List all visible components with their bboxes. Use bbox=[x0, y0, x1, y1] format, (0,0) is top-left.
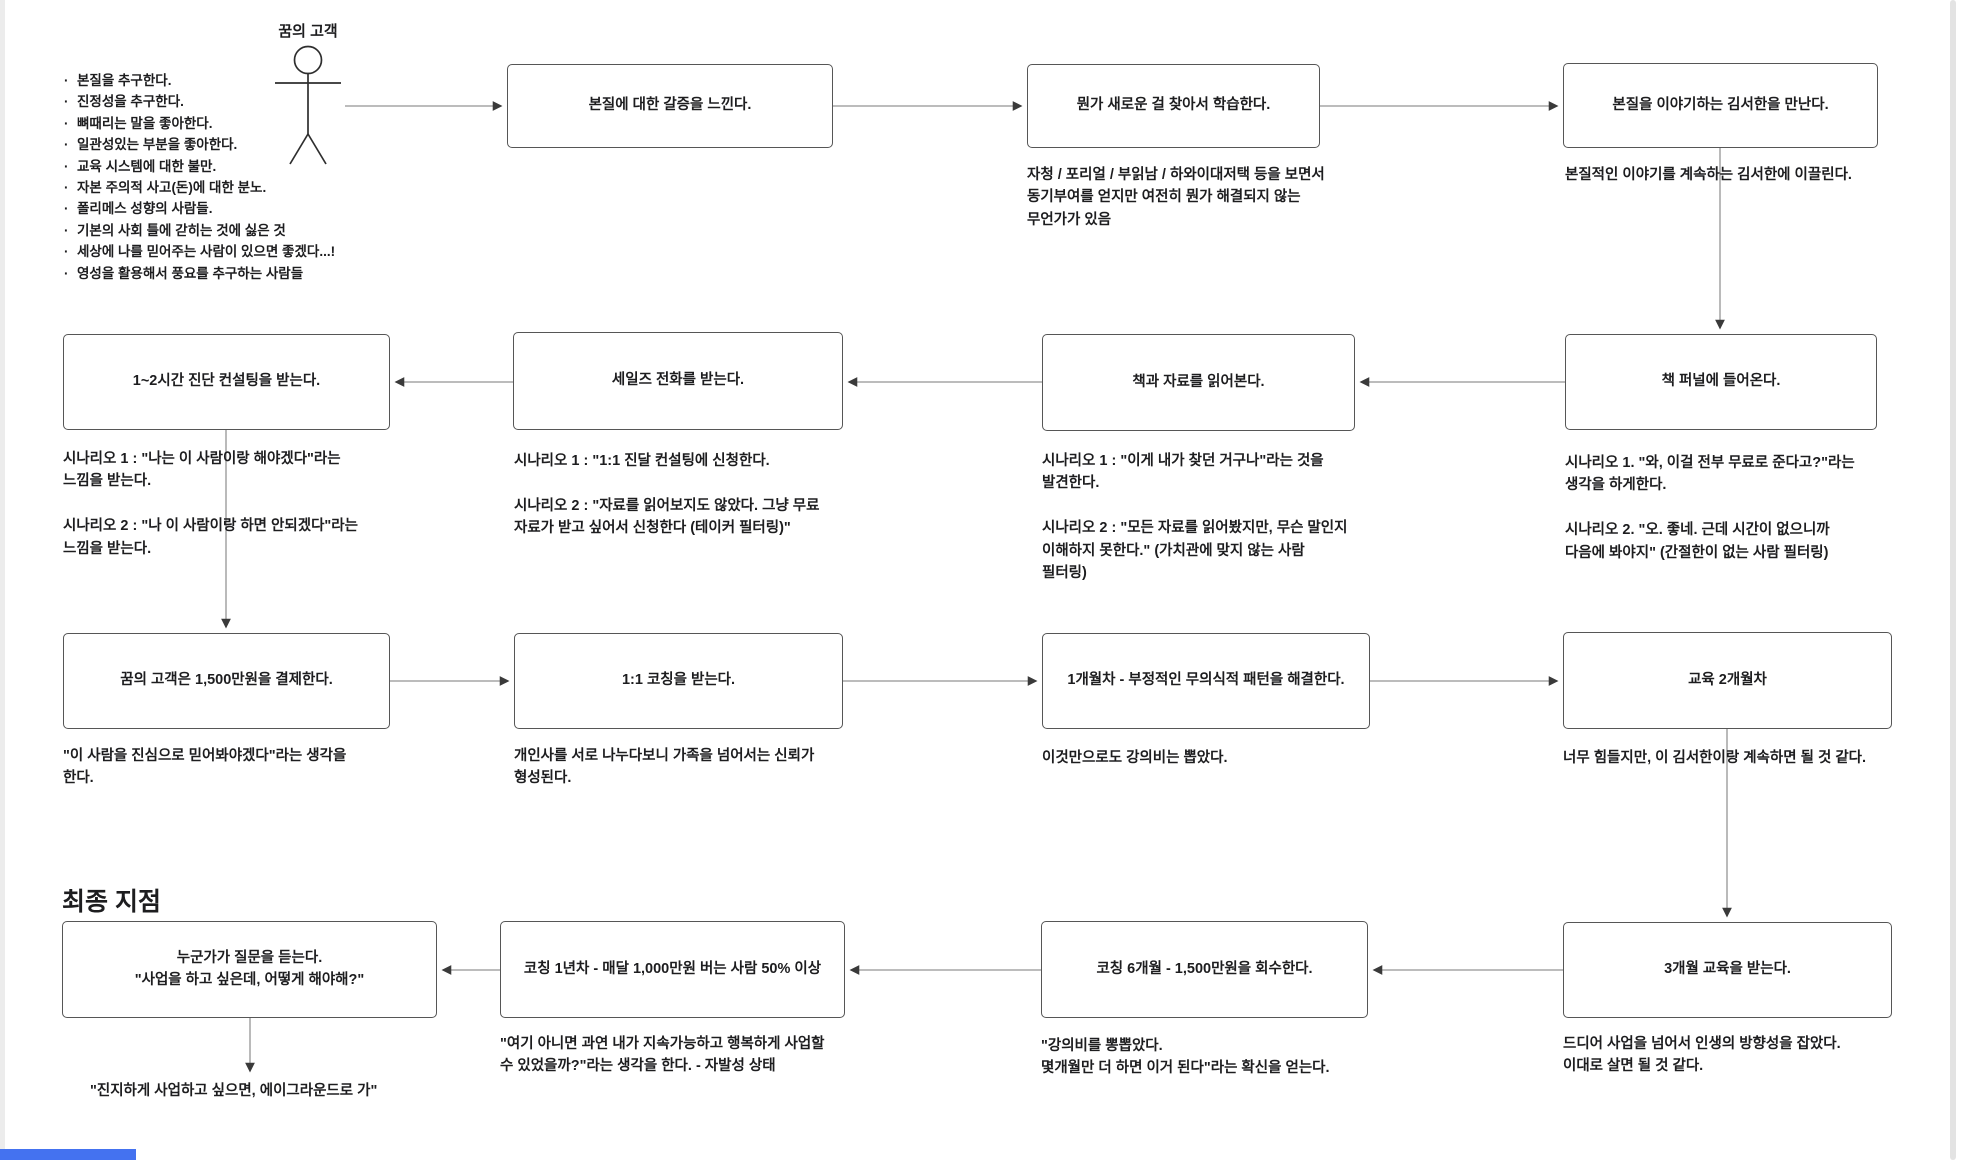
vertical-scrollbar[interactable] bbox=[1950, 0, 1956, 1160]
note-read: 시나리오 1 : "이게 내가 찾던 거구나"라는 것을 발견한다. 시나리오 … bbox=[1042, 453, 1348, 582]
note-book-funnel: 시나리오 1. "와, 이걸 전부 무료로 준다고?"라는 생각을 하게한다. … bbox=[1565, 455, 1855, 561]
note-consult: 시나리오 1 : "나는 이 사람이랑 해야겠다"라는 느낌을 받는다. 시나리… bbox=[63, 451, 358, 557]
node-referral[interactable]: 누군가가 질문을 듣는다. "사업을 하고 싶은데, 어떻게 해야해?" bbox=[62, 921, 437, 1018]
node-meet[interactable]: 본질을 이야기하는 김서한을 만난다. bbox=[1563, 63, 1878, 148]
persona-label: 꿈의 고객 bbox=[278, 23, 338, 40]
bottom-blue-strip bbox=[0, 1149, 136, 1160]
node-book-funnel[interactable]: 책 퍼널에 들어온다. bbox=[1565, 334, 1877, 430]
note-month2: 너무 힘들지만, 이 김서한이랑 계속하면 될 것 같다. bbox=[1563, 750, 1867, 766]
node-educ3[interactable]: 3개월 교육을 받는다. bbox=[1563, 922, 1892, 1018]
persona-trait: 기본의 사회 틀에 갇히는 것에 싫은 것 bbox=[62, 220, 392, 242]
persona-trait: 폴리메스 성향의 사람들. bbox=[62, 198, 392, 220]
note-referral-quote: "진지하게 사업하고 싶으면, 에이그라운드로 가" bbox=[90, 1083, 378, 1099]
note-coaching: 개인사를 서로 나누다보니 가족을 넘어서는 신뢰가 형성된다. bbox=[514, 748, 815, 787]
node-month1[interactable]: 1개월차 - 부정적인 무의식적 패턴을 해결한다. bbox=[1042, 633, 1370, 729]
final-point-heading: 최종 지점 bbox=[62, 888, 161, 916]
persona-trait: 교육 시스템에 대한 불만. bbox=[62, 156, 392, 178]
node-coaching[interactable]: 1:1 코칭을 받는다. bbox=[514, 633, 843, 729]
persona-trait-list: 본질을 추구한다. 진정성을 추구한다. 뼈때리는 말을 좋아한다. 일관성있는… bbox=[62, 70, 392, 284]
node-learn[interactable]: 뭔가 새로운 걸 찾아서 학습한다. bbox=[1027, 64, 1320, 148]
note-year1: "여기 아니면 과연 내가 지속가능하고 행복하게 사업할 수 있었을까?"라는… bbox=[500, 1036, 825, 1075]
node-year1[interactable]: 코칭 1년차 - 매달 1,000만원 버는 사람 50% 이상 bbox=[500, 921, 845, 1018]
node-consult[interactable]: 1~2시간 진단 컨설팅을 받는다. bbox=[63, 334, 390, 430]
node-thirst[interactable]: 본질에 대한 갈증을 느낀다. bbox=[507, 64, 833, 148]
persona-trait: 진정성을 추구한다. bbox=[62, 91, 392, 113]
note-educ3: 드디어 사업을 넘어서 인생의 방향성을 잡았다. 이대로 살면 될 것 같다. bbox=[1563, 1036, 1841, 1075]
note-sales-call: 시나리오 1 : "1:1 진달 컨설팅에 신청한다. 시나리오 2 : "자료… bbox=[514, 453, 820, 537]
persona-trait: 본질을 추구한다. bbox=[62, 70, 392, 92]
persona-trait: 영성을 활용해서 풍요를 추구하는 사람들 bbox=[62, 263, 392, 285]
note-month1: 이것만으로도 강의비는 뽑았다. bbox=[1042, 750, 1228, 766]
node-recover[interactable]: 코칭 6개월 - 1,500만원을 회수한다. bbox=[1041, 921, 1368, 1018]
node-pay[interactable]: 꿈의 고객은 1,500만원을 결제한다. bbox=[63, 633, 390, 729]
node-read[interactable]: 책과 자료를 읽어본다. bbox=[1042, 334, 1355, 431]
persona-trait: 자본 주의적 사고(돈)에 대한 분노. bbox=[62, 177, 392, 199]
note-recover: "강의비를 뽕뽑았다. 몇개월만 더 하면 이거 된다"라는 확신을 얻는다. bbox=[1041, 1038, 1330, 1077]
left-edge-strip bbox=[0, 0, 5, 1160]
note-meet: 본질적인 이야기를 계속하는 김서한에 이끌린다. bbox=[1565, 167, 1852, 183]
node-month2[interactable]: 교육 2개월차 bbox=[1563, 632, 1892, 729]
node-sales-call[interactable]: 세일즈 전화를 받는다. bbox=[513, 332, 843, 430]
note-learn: 자청 / 포리얼 / 부읽남 / 하와이대저택 등을 보면서 동기부여를 얻지만… bbox=[1027, 167, 1325, 228]
persona-trait: 일관성있는 부분을 좋아한다. bbox=[62, 134, 392, 156]
persona-trait: 세상에 나를 믿어주는 사람이 있으면 좋겠다...! bbox=[62, 241, 392, 263]
note-pay: "이 사람을 진심으로 믿어봐야겠다"라는 생각을 한다. bbox=[63, 748, 347, 787]
persona-trait: 뼈때리는 말을 좋아한다. bbox=[62, 113, 392, 135]
